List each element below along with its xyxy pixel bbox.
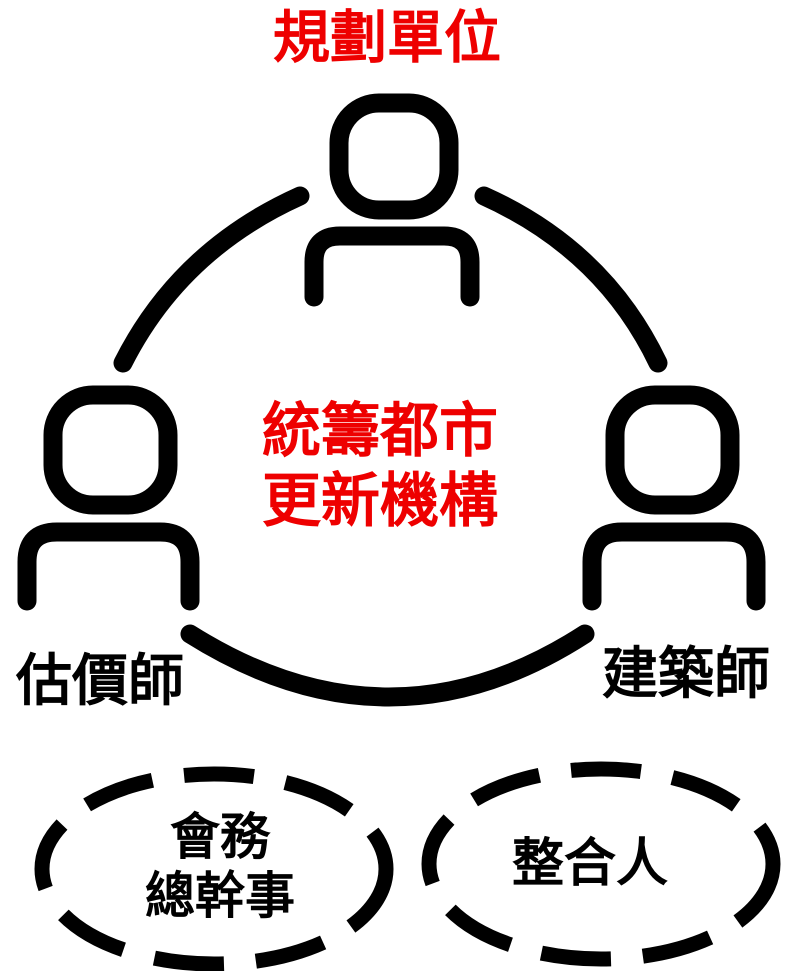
meeting-secretary-ellipse <box>34 766 394 971</box>
person-icon-left <box>17 385 200 611</box>
meeting-secretary-line1: 會務 <box>170 808 270 866</box>
connector-arc-bottom <box>180 624 595 707</box>
planning-unit-label: 規劃單位 <box>273 5 501 71</box>
meeting-secretary-label: 會務 總幹事 <box>120 808 320 926</box>
center-agency-line2: 更新機構 <box>262 465 499 535</box>
center-agency-line1: 統籌都市 <box>262 396 499 465</box>
integrator-label: 整合人 <box>512 834 669 894</box>
integrator-ellipse <box>421 761 781 967</box>
center-agency-label: 統籌都市 更新機構 <box>262 396 498 535</box>
person-icon-top <box>304 93 480 307</box>
connector-arc-top-right <box>474 186 668 373</box>
person-icon-right <box>582 385 766 611</box>
meeting-secretary-line2: 總幹事 <box>145 867 295 925</box>
appraiser-label: 估價師 <box>16 649 184 714</box>
architect-label: 建築師 <box>602 642 770 707</box>
connector-arc-top-left <box>113 186 310 373</box>
